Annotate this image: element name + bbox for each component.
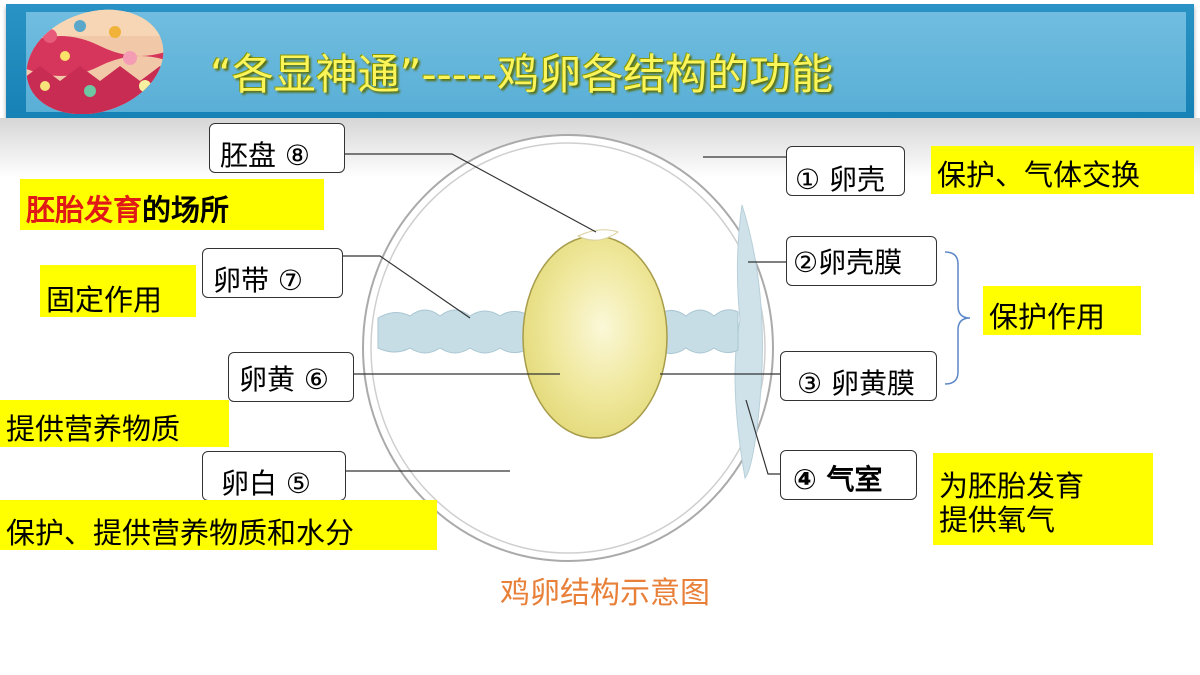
embryo-disc (576, 229, 620, 241)
label-chalaza: 卵带 ⑦ (202, 248, 343, 298)
function-air-cell-line2: 提供氧气 (939, 503, 1056, 537)
chalaza-left (377, 309, 527, 354)
easter-egg-icon (20, 6, 178, 114)
chalaza-right (659, 309, 739, 354)
function-air-cell: 为胚胎发育 提供氧气 (933, 453, 1153, 545)
function-membranes: 保护作用 (983, 286, 1141, 335)
label-shell-membrane: ②卵壳膜 (786, 236, 937, 286)
title-banner (6, 4, 1194, 120)
function-shell: 保护、气体交换 (931, 146, 1194, 194)
label-yolk: 卵黄 ⑥ (228, 352, 354, 402)
label-yolk-membrane: ③ 卵黄膜 (780, 351, 937, 401)
function-air-cell-line1: 为胚胎发育 (939, 469, 1085, 503)
function-embryo-rest: 的场所 (142, 193, 230, 227)
function-albumen: 保护、提供营养物质和水分 (0, 500, 437, 550)
function-embryo-disc: 胚胎发育的场所 (20, 179, 324, 230)
function-chalaza: 固定作用 (40, 265, 196, 317)
function-embryo-red: 胚胎发育 (26, 193, 143, 227)
label-embryo-disc: 胚盘 ⑧ (209, 123, 345, 173)
membrane-brace (944, 251, 971, 385)
air-cell (734, 204, 763, 480)
label-air-cell: ④ 气室 (780, 450, 917, 500)
leader-chalaza (342, 255, 471, 319)
leader-embryo-disc (344, 153, 597, 233)
label-shell: ① 卵壳 (786, 146, 905, 196)
egg-shell-membrane (370, 142, 766, 554)
title-banner-inner (26, 12, 1186, 112)
diagram-caption: 鸡卵结构示意图 (500, 576, 710, 611)
yolk (522, 235, 668, 439)
function-yolk: 提供营养物质 (0, 400, 229, 447)
label-albumen: 卵白 ⑤ (202, 451, 346, 501)
leader-air-cell (745, 399, 780, 475)
page-title: “各显神通”-----鸡卵各结构的功能 (210, 50, 834, 99)
